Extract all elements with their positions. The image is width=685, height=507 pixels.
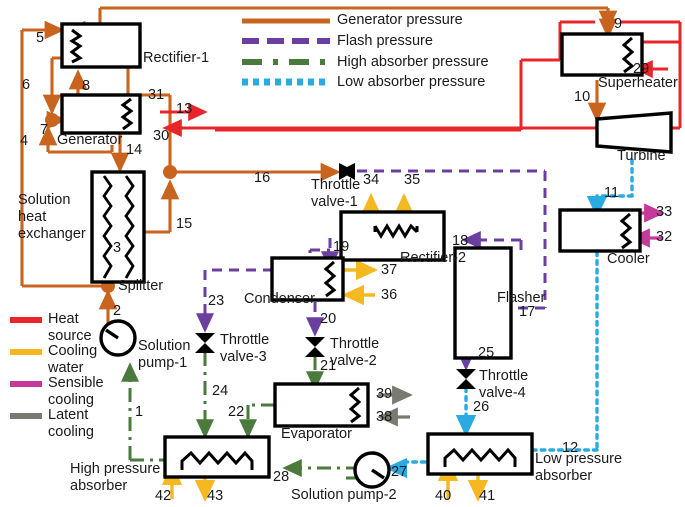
stream-label-40: 40 bbox=[435, 488, 452, 504]
stream-label-37: 37 bbox=[381, 262, 398, 278]
equipment-shapes bbox=[60, 22, 673, 489]
equipment-label-evaporator: Evaporator bbox=[281, 426, 352, 442]
legend-label-flash-pressure: Flash pressure bbox=[337, 33, 433, 49]
legend-pressure-swatches bbox=[242, 18, 330, 86]
stream-label-9: 9 bbox=[614, 16, 623, 32]
stream-label-10: 10 bbox=[574, 89, 591, 105]
legend-label-sensible-cooling-line2: cooling bbox=[48, 392, 94, 408]
stream-label-22: 22 bbox=[228, 404, 245, 420]
stream-label-20: 20 bbox=[320, 311, 337, 327]
stream-label-35: 35 bbox=[404, 172, 421, 188]
equipment-label-tv3-line2: valve-3 bbox=[220, 349, 267, 365]
equipment-label-she-line2: heat bbox=[18, 209, 47, 225]
equipment-label-tv4-line2: valve-4 bbox=[479, 385, 526, 401]
stream-label-13: 13 bbox=[176, 101, 193, 117]
stream-label-31: 31 bbox=[148, 87, 165, 103]
throttle-valve-4[interactable] bbox=[456, 369, 476, 389]
legend-heat-swatches bbox=[10, 317, 42, 419]
equipment-label-tv1-line2: valve-1 bbox=[311, 194, 358, 210]
equipment-label-condenser: Condenser bbox=[244, 291, 315, 307]
stream-label-34: 34 bbox=[363, 172, 380, 188]
stream-label-8: 8 bbox=[82, 78, 91, 94]
stream-label-12: 12 bbox=[562, 440, 579, 456]
stream-label-18: 18 bbox=[452, 233, 469, 249]
stream-label-2: 2 bbox=[113, 303, 122, 319]
equipment-label-hpa-line2: absorber bbox=[70, 478, 128, 494]
equipment-label-generator: Generator bbox=[57, 132, 123, 148]
equipment-label-lpa-line2: absorber bbox=[535, 468, 593, 484]
stream-label-25: 25 bbox=[478, 345, 495, 361]
equipment-label-hpa-line1: High pressure bbox=[70, 461, 161, 477]
equipment-label-turbine: Turbine bbox=[617, 148, 666, 164]
equipment-label-tv2-line1: Throttle bbox=[330, 336, 380, 352]
stream-label-11: 11 bbox=[604, 185, 620, 201]
stream-label-29: 29 bbox=[633, 61, 650, 77]
equipment-label-tv1-line1: Throttle bbox=[311, 177, 361, 193]
stream-label-16: 16 bbox=[254, 170, 271, 186]
stream-label-17: 17 bbox=[519, 304, 536, 320]
legend-label-cooling-water-line1: Cooling bbox=[48, 343, 98, 359]
flasher-box[interactable] bbox=[453, 246, 513, 360]
stream-label-41: 41 bbox=[479, 488, 496, 504]
stream-label-39: 39 bbox=[376, 386, 393, 402]
legend-label-latent-cooling-line2: cooling bbox=[48, 424, 94, 440]
stream-label-21: 21 bbox=[320, 358, 337, 374]
legend-label-generator-pressure: Generator pressure bbox=[337, 12, 463, 28]
equipment-label-lpa-line1: Low pressure bbox=[535, 451, 623, 467]
stream-label-27: 27 bbox=[391, 464, 408, 480]
legend-label-sensible-cooling-line1: Sensible bbox=[48, 375, 104, 391]
equipment-label-pump1-line2: pump-1 bbox=[138, 355, 188, 371]
throttle-valve-2[interactable] bbox=[305, 337, 325, 357]
equipment-label-superheater: Superheater bbox=[598, 75, 678, 91]
high-pressure-absorber-box[interactable] bbox=[163, 435, 271, 479]
stream-label-7: 7 bbox=[40, 122, 49, 138]
stream-label-32: 32 bbox=[656, 229, 673, 245]
latent-cooling-lines bbox=[377, 385, 413, 427]
legend-label-cooling-water-line2: water bbox=[48, 360, 84, 376]
stream-label-24: 24 bbox=[212, 383, 229, 399]
equipment-label-she-line3: exchanger bbox=[18, 226, 86, 242]
equipment-label-splitter: Splitter bbox=[118, 278, 164, 294]
equipment-label-rectifier-1: Rectifier-1 bbox=[143, 50, 210, 66]
stream-label-33: 33 bbox=[656, 204, 673, 220]
junction-dot-generator-inlet bbox=[45, 113, 59, 127]
stream-label-6: 6 bbox=[22, 77, 31, 93]
equipment-label-pump2: Solution pump-2 bbox=[291, 487, 397, 503]
stream-label-43: 43 bbox=[207, 488, 224, 504]
stream-label-1: 1 bbox=[135, 404, 144, 420]
stream-label-15: 15 bbox=[176, 216, 193, 232]
equipment-label-pump1-line1: Solution bbox=[138, 338, 191, 354]
equipment-label-tv4-line1: Throttle bbox=[479, 368, 529, 384]
stream-label-5: 5 bbox=[36, 30, 45, 46]
stream-label-42: 42 bbox=[155, 488, 172, 504]
legend-label-low-absorber-pressure: Low absorber pressure bbox=[337, 74, 486, 90]
legend-label-heat-source-line1: Heat bbox=[48, 311, 79, 327]
throttle-valve-3[interactable] bbox=[195, 333, 215, 353]
legend-label-heat-source-line2: source bbox=[48, 328, 92, 344]
turbine-shape[interactable] bbox=[595, 111, 673, 154]
equipment-label-tv3-line1: Throttle bbox=[220, 332, 270, 348]
stream-label-19: 19 bbox=[333, 239, 350, 255]
low-pressure-absorber-box[interactable] bbox=[426, 432, 534, 476]
stream-label-4: 4 bbox=[20, 133, 29, 149]
equipment-label-cooler: Cooler bbox=[607, 251, 650, 267]
equipment-label-flasher: Flasher bbox=[497, 290, 546, 306]
stream-label-30: 30 bbox=[153, 128, 170, 144]
stream-label-36: 36 bbox=[381, 287, 398, 303]
equipment-label-rectifier-2: Rectifier-2 bbox=[400, 250, 467, 266]
stream-label-28: 28 bbox=[273, 469, 290, 485]
stream-label-23: 23 bbox=[208, 293, 225, 309]
equipment-label-tv2-line2: valve-2 bbox=[330, 353, 377, 369]
stream-label-3: 3 bbox=[113, 240, 122, 256]
legend-label-high-absorber-pressure: High absorber pressure bbox=[337, 54, 489, 70]
solution-heat-exchanger-box[interactable] bbox=[90, 170, 146, 284]
stream-label-26: 26 bbox=[473, 399, 490, 415]
junction-dot-16 bbox=[163, 165, 177, 179]
legend-label-latent-cooling-line1: Latent bbox=[48, 407, 89, 423]
stream-label-14: 14 bbox=[126, 142, 143, 158]
equipment-label-she-line1: Solution bbox=[18, 192, 71, 208]
stream-label-38: 38 bbox=[376, 409, 393, 425]
throttle-valve-1[interactable] bbox=[339, 163, 355, 180]
